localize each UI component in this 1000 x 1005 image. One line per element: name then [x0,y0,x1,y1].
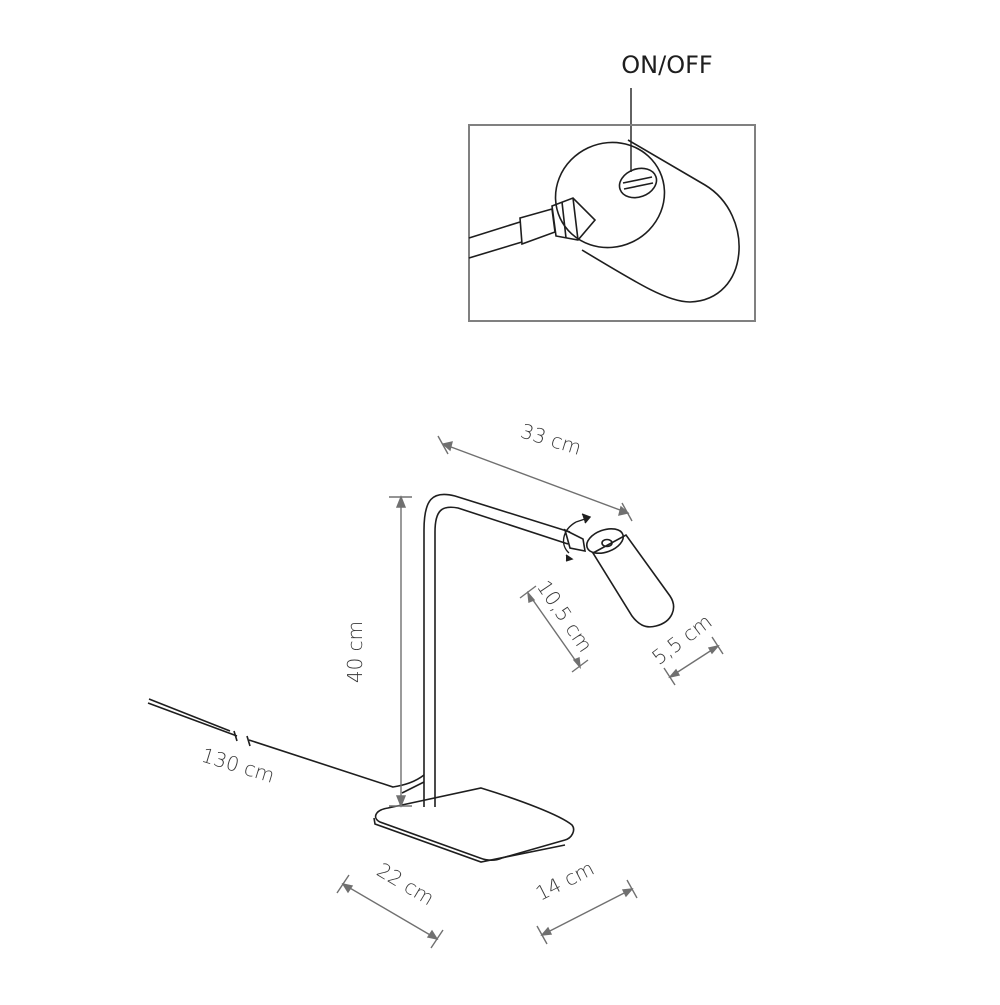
detail-joint-lines [561,197,579,241]
cable-break-mark-2 [233,730,238,742]
power-cable [248,739,425,788]
switch-callout: ON/OFF [468,51,756,322]
dimension-lines [336,435,724,949]
dim-base-width [536,879,638,945]
main-lamp [147,493,675,863]
dim-arm-length [437,435,633,522]
dim-base-length [336,874,444,949]
label-head-diameter: 5,5 cm [647,609,716,669]
label-base-length: 22 cm [373,858,439,911]
detail-cylinder-body [581,139,740,303]
on-off-switch-icon [618,167,658,199]
lamp-head [585,527,675,628]
power-cable-end-edge [148,698,231,732]
detail-lamp-head [468,139,740,303]
label-base-width: 14 cm [532,856,598,906]
detail-arm-tube [468,221,523,259]
label-height: 40 cm [343,621,367,683]
detail-frame [468,124,756,322]
detail-arm-collar [519,207,556,246]
detail-joint [551,197,597,241]
dim-height [389,495,412,808]
rotate-arrows-icon [562,513,592,562]
on-off-label: ON/OFF [621,51,712,79]
detail-front-face [554,141,666,249]
dim-head-length [519,585,589,673]
lamp-post-inner [434,506,569,807]
head-joint [563,528,586,553]
label-arm-length: 33 cm [518,419,585,460]
label-cable-length: 130 cm [199,743,278,788]
power-cable-end [147,702,238,737]
lamp-base [373,787,575,863]
dimension-labels: 33 cm 40 cm 10,5 cm 5,5 cm 130 cm 22 cm … [199,419,717,911]
cable-break-mark [246,735,251,747]
lamp-post-outer [423,493,571,807]
dim-head-diameter [663,636,724,686]
power-cable-entry [401,781,425,794]
